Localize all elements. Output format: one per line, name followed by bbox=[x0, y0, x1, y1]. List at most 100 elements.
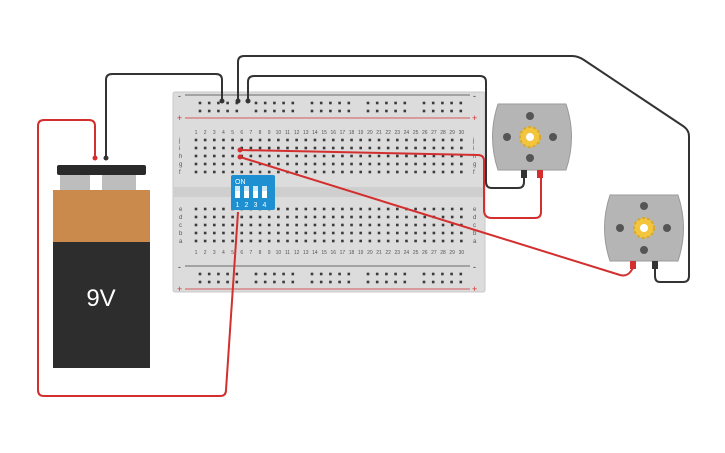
column-label-top: 28 bbox=[440, 130, 446, 136]
column-label-bottom: 15 bbox=[321, 250, 327, 256]
column-label-top: 21 bbox=[376, 130, 382, 136]
column-label-bottom: 2 bbox=[204, 250, 207, 256]
column-label-bottom: 25 bbox=[413, 250, 419, 256]
wire-black-battery-to-rail[interactable] bbox=[105, 73, 223, 160]
column-label-top: 5 bbox=[231, 130, 234, 136]
column-label-bottom: 30 bbox=[459, 250, 465, 256]
column-label-bottom: 29 bbox=[449, 250, 455, 256]
column-label-top: 17 bbox=[340, 130, 346, 136]
column-label-top: 23 bbox=[395, 130, 401, 136]
column-label-bottom: 11 bbox=[285, 250, 290, 256]
wire-black-rail-to-motor-2[interactable] bbox=[237, 55, 690, 283]
dip-toggle[interactable] bbox=[235, 186, 240, 198]
rail-minus-bottom-left: - bbox=[178, 262, 181, 272]
row-label-right: f bbox=[473, 170, 475, 176]
column-label-bottom: 23 bbox=[395, 250, 401, 256]
row-label-left: g bbox=[179, 162, 182, 168]
column-label-top: 1 bbox=[195, 130, 198, 136]
column-label-bottom: 18 bbox=[349, 250, 355, 256]
row-label-right: g bbox=[473, 162, 476, 168]
row-label-left: d bbox=[179, 215, 182, 221]
dip-toggle-knob bbox=[262, 186, 267, 191]
row-label-right: a bbox=[473, 239, 477, 245]
battery-9v[interactable]: 9V bbox=[53, 165, 150, 368]
row-label-right: b bbox=[473, 231, 477, 237]
wire-black-rail-to-motor-1[interactable] bbox=[247, 75, 525, 189]
motor-1[interactable] bbox=[492, 103, 572, 178]
row-label-right: h bbox=[473, 154, 476, 160]
row-label-right: i bbox=[473, 146, 474, 152]
column-label-bottom: 10 bbox=[276, 250, 282, 256]
rail-plus-top-left: + bbox=[177, 113, 182, 123]
dip-switch-number: 1 bbox=[236, 202, 240, 209]
column-label-top: 15 bbox=[321, 130, 327, 136]
row-label-left: j bbox=[178, 138, 180, 144]
column-label-bottom: 28 bbox=[440, 250, 446, 256]
dip-switch-number: 3 bbox=[254, 202, 258, 209]
column-label-top: 24 bbox=[404, 130, 410, 136]
column-label-top: 27 bbox=[431, 130, 437, 136]
battery-snap bbox=[57, 165, 146, 175]
battery-terminal-left bbox=[60, 172, 90, 190]
column-label-top: 22 bbox=[385, 130, 391, 136]
wire-red-battery-to-switch[interactable] bbox=[37, 119, 239, 397]
column-label-top: 3 bbox=[213, 130, 216, 136]
column-label-bottom: 17 bbox=[340, 250, 346, 256]
column-label-bottom: 14 bbox=[312, 250, 318, 256]
row-label-left: a bbox=[179, 239, 183, 245]
column-label-bottom: 24 bbox=[404, 250, 410, 256]
column-label-bottom: 4 bbox=[222, 250, 225, 256]
column-label-bottom: 3 bbox=[213, 250, 216, 256]
column-label-top: 9 bbox=[268, 130, 271, 136]
column-label-bottom: 13 bbox=[303, 250, 309, 256]
motor-2[interactable] bbox=[604, 194, 684, 269]
dip-toggle-knob bbox=[244, 186, 249, 191]
rail-minus-bottom-right: - bbox=[473, 262, 476, 272]
column-label-top: 30 bbox=[459, 130, 465, 136]
wire-red-switch-to-motor-1[interactable] bbox=[239, 149, 542, 219]
column-label-top: 11 bbox=[285, 130, 290, 136]
column-label-bottom: 22 bbox=[385, 250, 391, 256]
column-label-bottom: 12 bbox=[294, 250, 300, 256]
rail-plus-top-right: + bbox=[472, 113, 477, 123]
dip-toggle[interactable] bbox=[244, 186, 249, 198]
column-label-bottom: 20 bbox=[367, 250, 373, 256]
dip-toggle[interactable] bbox=[253, 186, 258, 198]
wires bbox=[37, 55, 690, 397]
battery-top-band bbox=[53, 190, 150, 242]
column-label-top: 16 bbox=[330, 130, 336, 136]
column-label-top: 20 bbox=[367, 130, 373, 136]
dip-toggle-knob bbox=[253, 186, 258, 191]
column-label-bottom: 6 bbox=[240, 250, 243, 256]
column-label-bottom: 26 bbox=[422, 250, 428, 256]
dip-toggle-knob bbox=[235, 186, 240, 191]
column-label-top: 10 bbox=[276, 130, 282, 136]
column-label-top: 14 bbox=[312, 130, 318, 136]
rail-minus-top-right: - bbox=[473, 91, 476, 101]
wire-end-dots bbox=[92, 98, 251, 161]
column-label-top: 2 bbox=[204, 130, 207, 136]
column-label-top: 18 bbox=[349, 130, 355, 136]
battery-label: 9V bbox=[86, 285, 115, 312]
row-label-left: c bbox=[179, 223, 182, 229]
row-label-left: i bbox=[179, 146, 180, 152]
column-label-top: 4 bbox=[222, 130, 225, 136]
row-label-left: h bbox=[179, 154, 182, 160]
column-label-bottom: 21 bbox=[376, 250, 382, 256]
battery-body bbox=[53, 242, 150, 368]
column-label-top: 19 bbox=[358, 130, 364, 136]
column-label-top: 25 bbox=[413, 130, 419, 136]
column-label-bottom: 8 bbox=[259, 250, 262, 256]
column-label-bottom: 27 bbox=[431, 250, 437, 256]
column-label-top: 12 bbox=[294, 130, 300, 136]
column-label-top: 26 bbox=[422, 130, 428, 136]
row-label-right: j bbox=[472, 138, 474, 144]
breadboard: 1122334455667788991010111112121313141415… bbox=[172, 91, 486, 294]
row-label-right: d bbox=[473, 215, 476, 221]
wire-red-switch-to-motor-2[interactable] bbox=[239, 156, 634, 277]
column-label-top: 6 bbox=[240, 130, 243, 136]
row-label-left: f bbox=[179, 170, 181, 176]
dip-toggle[interactable] bbox=[262, 186, 267, 198]
